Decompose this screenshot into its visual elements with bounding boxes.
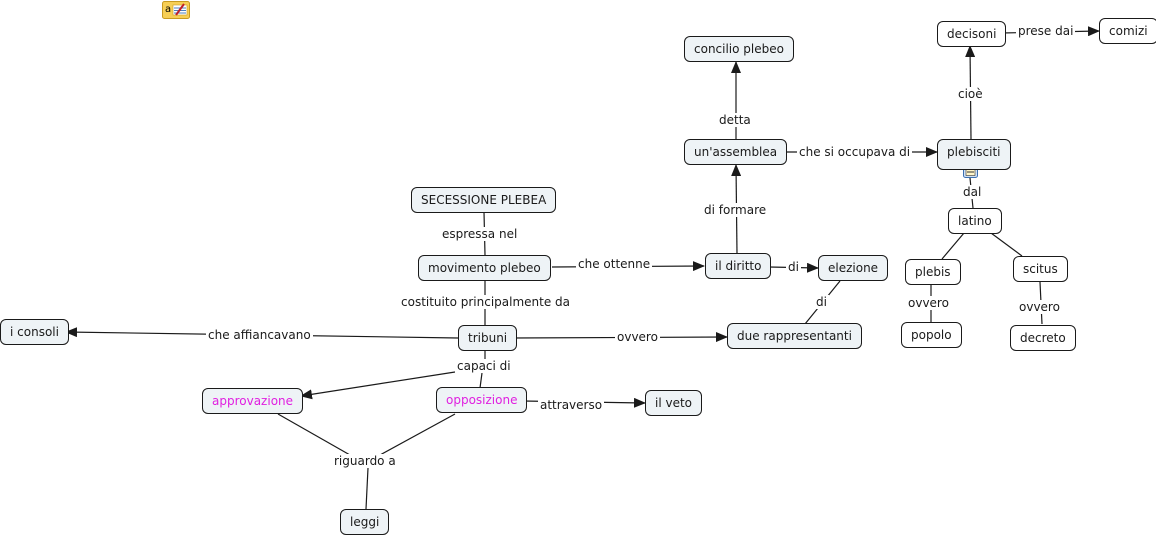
node-approvazione[interactable]: approvazione [202,388,304,414]
link-label-di-rappresentanti[interactable]: di [814,295,829,309]
link-label-detta[interactable]: detta [717,113,753,127]
link-label-ovvero-plebis[interactable]: ovvero [906,296,951,310]
link-label-prese-dai[interactable]: prese dai [1016,24,1076,38]
connector-latino-plebis [941,232,965,260]
link-label-costituito[interactable]: costituito principalmente da [399,295,573,309]
node-un-assemblea[interactable]: un'assemblea [684,139,788,165]
node-decreto[interactable]: decreto [1010,325,1076,351]
node-opposizione[interactable]: opposizione [436,387,528,413]
link-label-che-ottenne[interactable]: che ottenne [576,257,653,271]
node-plebis[interactable]: plebis [905,259,961,285]
node-scitus[interactable]: scitus [1013,256,1068,282]
link-label-di-elezione[interactable]: di [786,260,801,274]
link-label-espressa-nel[interactable]: espressa nel [440,227,520,241]
node-latino[interactable]: latino [948,208,1002,234]
link-label-che-affiancavano[interactable]: che affiancavano [206,328,313,342]
link-label-dal[interactable]: dal [961,185,984,199]
node-concilio-plebeo[interactable]: concilio plebeo [684,36,794,62]
link-label-capaci-di[interactable]: capaci di [455,359,513,373]
link-label-che-si-occupava[interactable]: che si occupava di [797,145,913,159]
node-due-rappresentanti[interactable]: due rappresentanti [727,323,862,349]
node-movimento-plebeo[interactable]: movimento plebeo [418,255,551,281]
link-label-attraverso[interactable]: attraverso [538,398,605,412]
node-tribuni[interactable]: tribuni [458,325,518,351]
connector-riguardo-opposizione [379,413,456,456]
link-label-ovvero-scitus[interactable]: ovvero [1017,300,1062,314]
node-popolo[interactable]: popolo [901,322,962,348]
node-il-diritto[interactable]: il diritto [705,253,772,279]
node-il-veto[interactable]: il veto [645,390,703,416]
link-label-ovvero-tribuni[interactable]: ovvero [615,330,660,344]
node-decisoni[interactable]: decisoni [937,21,1007,47]
svg-text:a: a [165,4,171,15]
link-label-di-formare[interactable]: di formare [702,203,769,217]
connector-latino-scitus [990,232,1023,257]
node-elezione[interactable]: elezione [818,255,889,281]
link-label-cioe[interactable]: cioè [956,87,985,101]
node-comizi[interactable]: comizi [1099,18,1156,44]
node-secessione-plebea[interactable]: SECESSIONE PLEBEA [411,187,557,213]
connector-riguardo-leggi [365,467,369,510]
node-plebisciti[interactable]: plebisciti [937,139,1011,170]
node-leggi[interactable]: leggi [340,509,390,535]
link-label-riguardo-a[interactable]: riguardo a [332,454,398,468]
annotation-note-icon[interactable]: a [162,1,190,19]
connector-riguardo-approvazione [277,413,351,456]
connector-capaci-opposizione [479,372,483,389]
node-i-consoli[interactable]: i consoli [0,319,69,345]
connector-capaci-approvazione [300,371,456,400]
